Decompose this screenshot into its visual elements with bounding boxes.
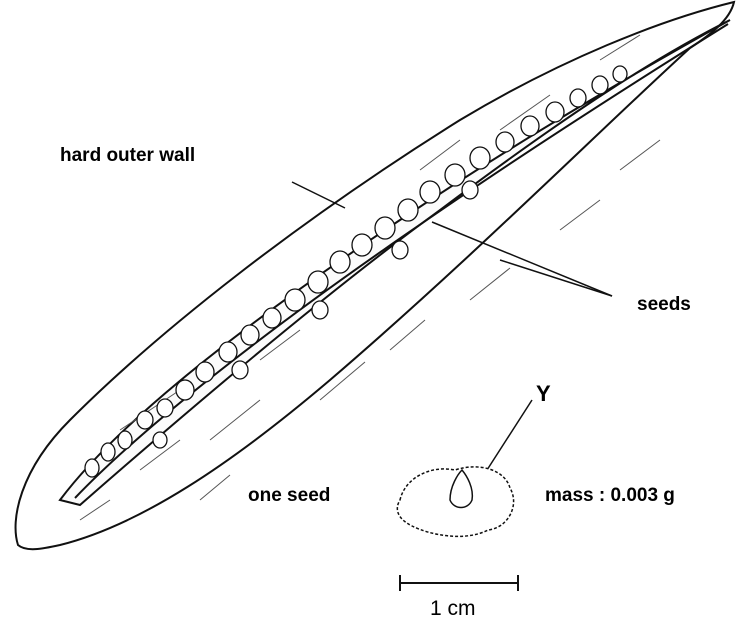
wall-leader-line — [292, 182, 345, 208]
label-hard-outer-wall: hard outer wall — [60, 146, 195, 165]
label-mass: mass : 0.003 g — [545, 486, 675, 505]
label-seeds: seeds — [637, 295, 691, 314]
label-marker-y: Y — [536, 383, 551, 405]
seeds-leader-line-2 — [500, 260, 612, 296]
y-leader-line — [487, 400, 532, 470]
label-scale: 1 cm — [430, 598, 476, 619]
single-seed — [397, 467, 513, 536]
label-one-seed: one seed — [248, 486, 330, 505]
scale-bar — [400, 575, 518, 591]
